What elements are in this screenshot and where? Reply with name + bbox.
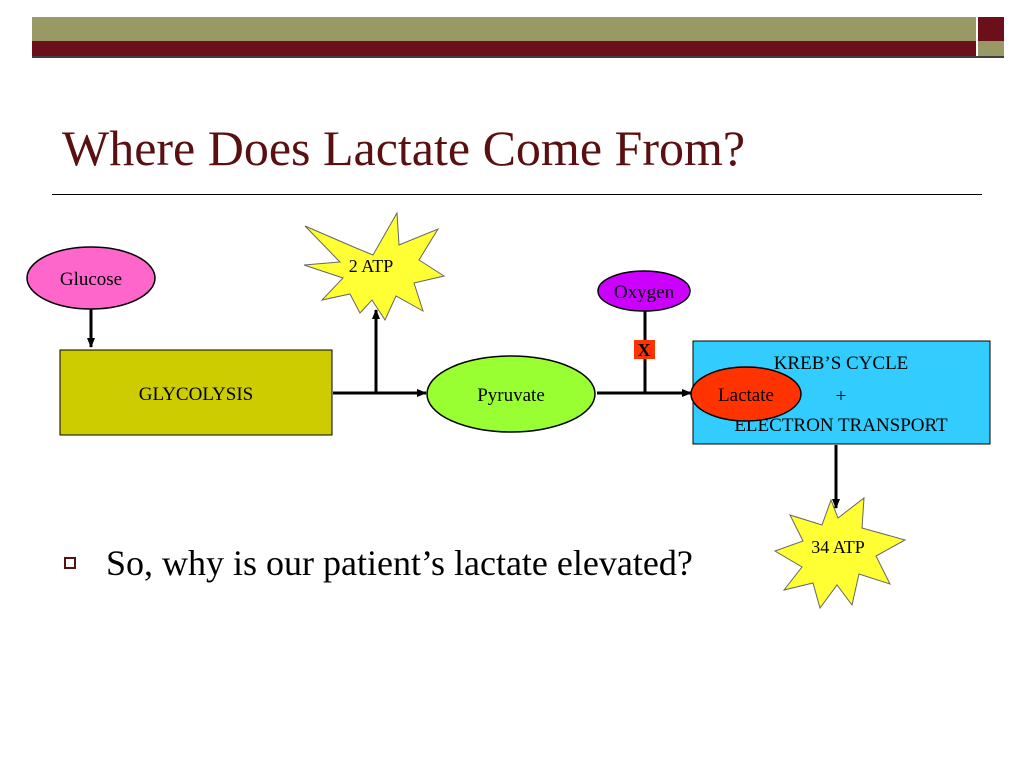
header-square-top [978, 17, 1004, 41]
glucose-ellipse [26, 246, 156, 310]
x-mark-label: X [638, 340, 651, 360]
glucose-label: Glucose [60, 269, 122, 290]
oxygen-blocked-x-icon: X [634, 340, 655, 360]
header-bar [32, 17, 1004, 58]
atp-starburst-kreb: 34 ATP [773, 496, 907, 610]
oxygen-ellipse [597, 270, 691, 312]
atp-34-label: 34 ATP [811, 537, 865, 557]
oxygen-label: Oxygen [614, 282, 675, 303]
title-divider [52, 194, 982, 195]
x-mark-background [634, 340, 655, 359]
kreb-line-2: + [836, 386, 847, 407]
bullet-item: So, why is our patient’s lactate elevate… [64, 538, 693, 588]
kreb-cycle-node: KREB’S CYCLE + ELECTRON TRANSPORT [692, 340, 991, 445]
slide-title: Where Does Lactate Come From? [62, 120, 746, 176]
lactate-ellipse [690, 366, 802, 422]
lactate-node: Lactate [690, 366, 802, 422]
glycolysis-node: GLYCOLYSIS [59, 349, 333, 436]
starburst-34atp-shape [773, 496, 907, 610]
glycolysis-box [59, 349, 333, 436]
header-square-bottom [978, 41, 1004, 56]
bullet-text: So, why is our patient’s lactate elevate… [106, 543, 693, 583]
atp-2-label: 2 ATP [349, 256, 394, 276]
pyruvate-label: Pyruvate [477, 385, 545, 406]
kreb-line-3: ELECTRON TRANSPORT [734, 415, 948, 436]
pyruvate-node: Pyruvate [426, 355, 596, 433]
header-maroon-band [32, 41, 976, 56]
glucose-node: Glucose [26, 246, 156, 310]
oxygen-node: Oxygen [597, 270, 691, 312]
kreb-line-1: KREB’S CYCLE [774, 353, 909, 374]
hollow-square-bullet-icon [64, 557, 76, 569]
lactate-label: Lactate [718, 385, 774, 406]
glycolysis-label: GLYCOLYSIS [139, 384, 253, 405]
pyruvate-ellipse [426, 355, 596, 433]
header-olive-band [32, 17, 976, 41]
atp-starburst-glycolysis: 2 ATP [303, 211, 446, 322]
